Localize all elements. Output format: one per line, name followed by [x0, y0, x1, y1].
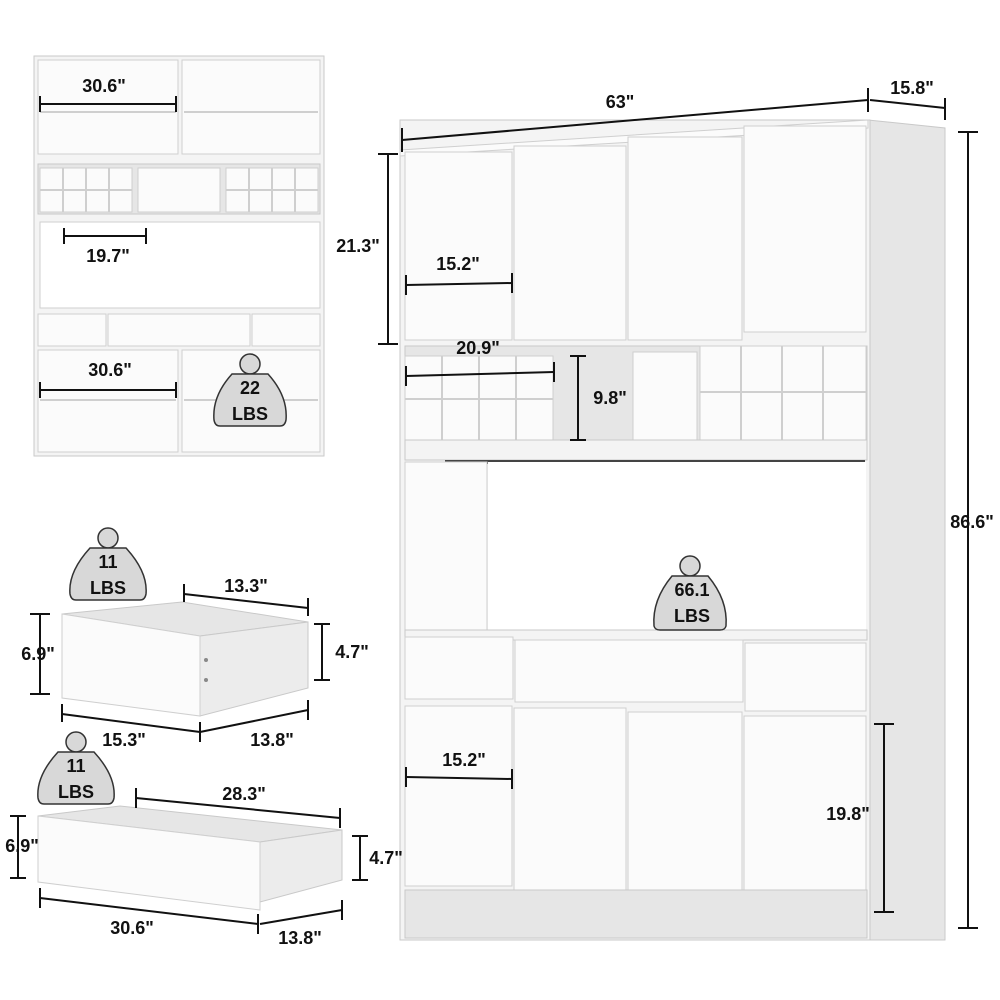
small-drawer-inner-width-label: 13.3" [224, 576, 268, 596]
dim-main-height: 86.6" [950, 131, 994, 929]
dim-small-drawer-inner-height: 4.7" [314, 623, 369, 681]
drawer-front [404, 636, 514, 700]
small-drawer-weight-badge: 11 LBS [69, 527, 147, 601]
small-drawer-width-label: 15.3" [102, 730, 146, 750]
dim-lower-height: 19.8" [826, 723, 894, 913]
dim-upper-height: 21.3" [336, 153, 398, 345]
inside-lower-shelf-label: 30.6" [88, 360, 132, 380]
large-drawer-weight-unit: LBS [58, 782, 94, 802]
lower-door [404, 705, 513, 887]
dim-small-drawer-height: 6.9" [21, 613, 55, 695]
dim-inside-upper-shelf: 30.6" [39, 76, 177, 112]
cabinet-side-panel [867, 119, 946, 941]
upper-door-width-label: 15.2" [436, 254, 480, 274]
plinth [404, 889, 868, 939]
dim-large-drawer-height: 6.9" [5, 815, 39, 879]
dim-large-drawer-inner-width: 28.3" [135, 784, 341, 828]
drawer-front [514, 639, 744, 703]
upper-height-label: 21.3" [336, 236, 380, 256]
main-height-label: 86.6" [950, 512, 994, 532]
dim-cubby-height: 9.8" [570, 355, 627, 441]
cubby-width-label: 20.9" [456, 338, 500, 358]
left-wine-grid [404, 355, 554, 443]
shelf-weight-badge: 22 LBS [213, 353, 287, 427]
large-drawer-weight-badge: 11 LBS [37, 731, 115, 805]
dim-main-depth: 15.8" [869, 78, 946, 120]
inside-upper-shelf-label: 30.6" [82, 76, 126, 96]
lower-height-label: 19.8" [826, 804, 870, 824]
cubby-height-label: 9.8" [593, 388, 627, 408]
dim-cubby-width: 20.9" [405, 338, 555, 386]
counter-weight-unit: LBS [674, 606, 710, 626]
upper-door [404, 151, 513, 341]
right-wine-grid [699, 345, 867, 441]
large-drawer-width-label: 30.6" [110, 918, 154, 938]
main-cabinet [399, 119, 946, 941]
dim-small-drawer-inner-width: 13.3" [183, 576, 309, 616]
small-drawer [61, 601, 309, 717]
shelf-weight-value: 22 [240, 378, 260, 398]
dim-large-drawer-inner-height: 4.7" [352, 835, 403, 881]
lower-door [513, 707, 627, 895]
main-width-label: 63" [606, 92, 635, 112]
counter-weight-badge: 66.1 LBS [653, 555, 727, 631]
open-area-left-wall [404, 461, 488, 633]
upper-door [627, 136, 743, 341]
cubby-shelf [404, 439, 868, 461]
small-drawer-height-label: 6.9" [21, 644, 55, 664]
inside-wine-grid-left [39, 167, 133, 213]
large-drawer-height-label: 6.9" [5, 836, 39, 856]
dim-lower-door-width: 15.2" [405, 750, 513, 789]
small-drawer-inner-height-label: 4.7" [335, 642, 369, 662]
lower-door [627, 711, 743, 903]
lower-door [743, 715, 867, 913]
counter-weight-value: 66.1 [674, 580, 709, 600]
small-drawer-weight-unit: LBS [90, 578, 126, 598]
large-drawer [37, 805, 343, 911]
drawer-front [744, 642, 867, 712]
small-drawer-weight-value: 11 [98, 552, 117, 572]
lower-door-width-label: 15.2" [442, 750, 486, 770]
large-drawer-inner-width-label: 28.3" [222, 784, 266, 804]
dim-large-drawer-depth: 13.8" [259, 900, 343, 948]
upper-door [513, 145, 627, 341]
dim-small-drawer-width: 15.3" [61, 704, 201, 750]
dim-inside-lower-shelf: 30.6" [39, 360, 177, 398]
small-drawer-depth-label: 13.8" [250, 730, 294, 750]
large-drawer-inner-height-label: 4.7" [369, 848, 403, 868]
inside-wine-grid-right [225, 167, 319, 213]
center-open-cubby [632, 351, 698, 441]
dim-upper-door-width: 15.2" [405, 254, 513, 295]
main-depth-label: 15.8" [890, 78, 934, 98]
shelf-weight-unit: LBS [232, 404, 268, 424]
dim-main-width: 63" [401, 88, 869, 152]
large-drawer-depth-label: 13.8" [278, 928, 322, 948]
dim-small-drawer-depth: 13.8" [199, 700, 309, 750]
large-drawer-weight-value: 11 [66, 756, 85, 776]
inside-open-area-label: 19.7" [86, 246, 130, 266]
upper-door [743, 125, 867, 333]
dim-inside-open-area: 19.7" [63, 228, 147, 266]
dim-large-drawer-width: 30.6" [39, 888, 259, 938]
